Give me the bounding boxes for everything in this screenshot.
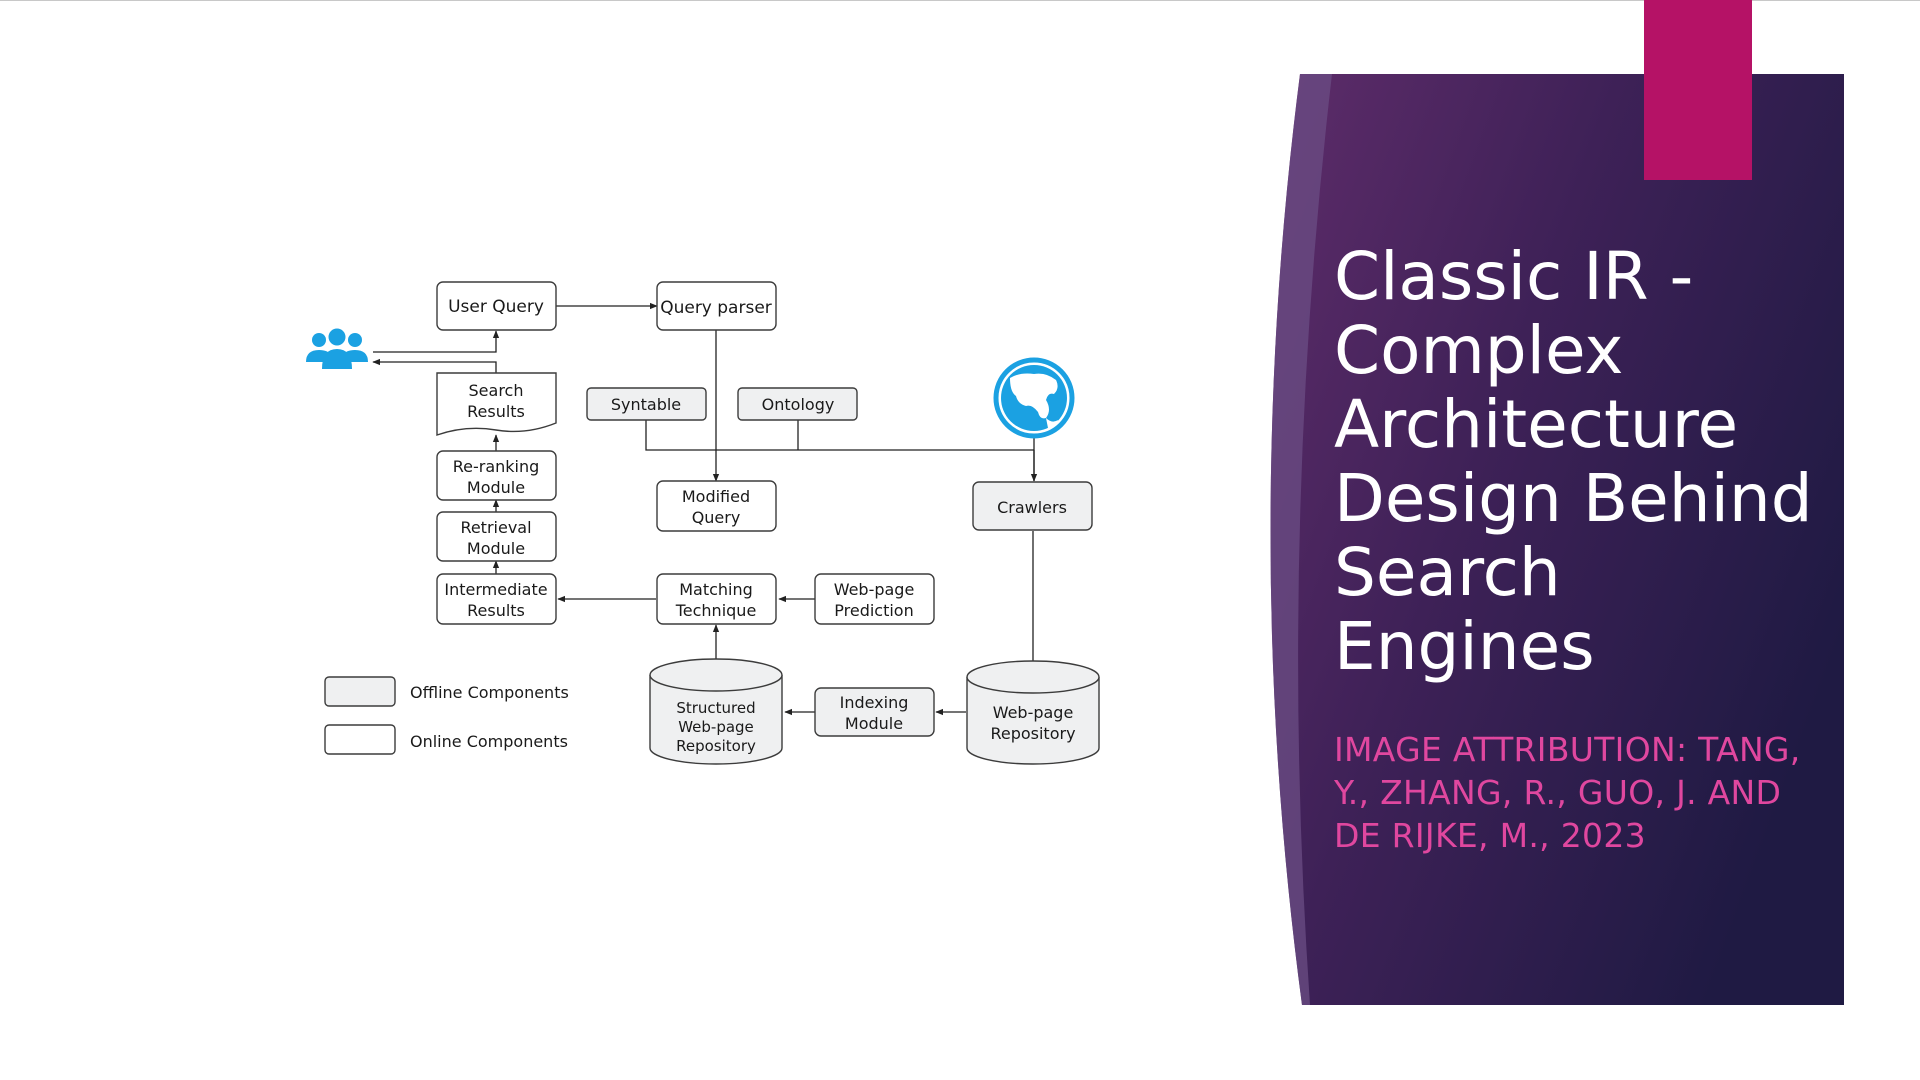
svg-text:Module: Module — [845, 714, 903, 733]
svg-text:Technique: Technique — [675, 601, 757, 620]
svg-text:Indexing: Indexing — [840, 693, 909, 712]
svg-text:Web-page: Web-page — [834, 580, 915, 599]
node-syntable: Syntable — [586, 387, 707, 421]
svg-text:Results: Results — [467, 402, 525, 421]
node-crawlers: Crawlers — [972, 481, 1093, 531]
edge-syntable-bus — [645, 420, 1034, 451]
node-intermediate-results: Intermediate Results — [436, 573, 557, 625]
svg-text:Ontology: Ontology — [762, 395, 835, 414]
svg-text:Syntable: Syntable — [611, 395, 681, 414]
diagram-connectors — [372, 302, 1038, 716]
node-user-query: User Query — [436, 281, 557, 331]
edge-users-to-query — [373, 330, 500, 353]
svg-text:User Query: User Query — [448, 297, 544, 317]
svg-text:Query: Query — [692, 508, 741, 527]
svg-text:Prediction: Prediction — [834, 601, 913, 620]
node-search-results: Search Results — [436, 372, 557, 436]
legend-online: Online Components — [324, 724, 568, 755]
svg-text:Modified: Modified — [682, 487, 750, 506]
svg-text:Query parser: Query parser — [660, 298, 772, 318]
node-reranking-module: Re-ranking Module — [436, 450, 557, 501]
top-border-line — [0, 0, 1920, 1]
node-retrieval-module: Retrieval Module — [436, 511, 557, 562]
svg-text:Retrieval: Retrieval — [460, 518, 531, 537]
node-ontology: Ontology — [737, 387, 858, 421]
node-modified-query: Modified Query — [656, 480, 777, 532]
svg-text:Web-page: Web-page — [993, 703, 1074, 722]
svg-text:Matching: Matching — [679, 580, 753, 599]
node-structured-repository: Structured Web-page Repository — [649, 658, 783, 765]
slide-title: Classic IR - Complex Architecture Design… — [1334, 238, 1813, 685]
node-webpage-repository: Web-page Repository — [966, 660, 1100, 765]
legend: Offline Components Online Components — [324, 676, 569, 755]
node-matching-technique: Matching Technique — [656, 573, 777, 625]
node-query-parser: Query parser — [656, 281, 777, 331]
svg-text:Crawlers: Crawlers — [997, 498, 1067, 517]
users-group-icon — [306, 328, 368, 369]
image-attribution: IMAGE ATTRIBUTION: TANG, Y., ZHANG, R., … — [1334, 730, 1801, 855]
svg-text:Offline Components: Offline Components — [410, 683, 569, 702]
svg-text:Repository: Repository — [990, 724, 1075, 743]
legend-offline-swatch — [324, 676, 396, 707]
edge-results-to-users — [372, 358, 497, 373]
svg-text:Repository: Repository — [676, 737, 756, 755]
svg-text:Search: Search — [469, 381, 524, 400]
svg-text:Structured: Structured — [676, 699, 755, 717]
globe-icon — [993, 357, 1075, 439]
svg-text:Intermediate: Intermediate — [444, 580, 547, 599]
svg-text:Module: Module — [467, 539, 525, 558]
svg-text:Online Components: Online Components — [410, 732, 568, 751]
node-indexing-module: Indexing Module — [814, 687, 935, 737]
svg-text:Re-ranking: Re-ranking — [453, 457, 540, 476]
svg-text:Results: Results — [467, 601, 525, 620]
legend-online-swatch — [324, 724, 396, 755]
legend-offline: Offline Components — [324, 676, 569, 707]
svg-text:Module: Module — [467, 478, 525, 497]
svg-text:Web-page: Web-page — [678, 718, 754, 736]
node-webpage-prediction: Web-page Prediction — [814, 573, 935, 625]
